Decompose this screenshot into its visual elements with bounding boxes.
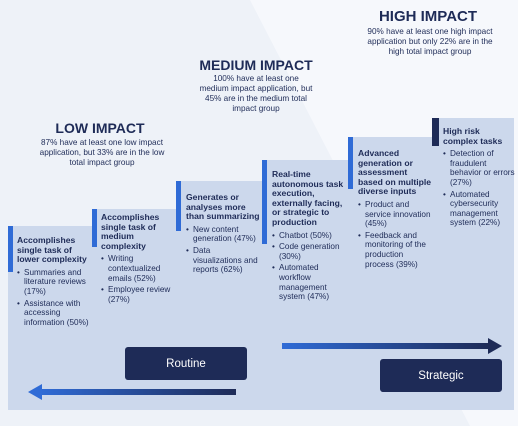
step-6-item-2: Automated cybersecurity management syste… bbox=[443, 190, 515, 228]
step-accent-6 bbox=[432, 118, 439, 146]
step-6-heading: High risk complex tasks bbox=[443, 126, 503, 146]
step-3-heading: Generates or analyses more than summariz… bbox=[186, 192, 260, 222]
step-3: Generates or analyses more than summariz… bbox=[186, 192, 260, 277]
step-5-item-2: Feedback and monitoring of the productio… bbox=[358, 231, 432, 269]
step-6: High risk complex tasks Detection of fra… bbox=[443, 126, 515, 230]
step-5-item-1: Product and service innovation (45%) bbox=[358, 200, 432, 229]
step-4-item-2: Code generation (30%) bbox=[272, 242, 348, 261]
step-1-item-1: Summaries and literature reviews (17%) bbox=[17, 268, 89, 297]
step-accent-2 bbox=[92, 209, 97, 247]
step-2-heading: Accomplishes single task of medium compl… bbox=[101, 212, 160, 251]
medium-impact-description: 100% have at least one medium impact app… bbox=[199, 74, 313, 113]
step-4-item-3: Automated workflow management system (47… bbox=[272, 263, 348, 301]
step-2-item-1: Writing contextualized emails (52%) bbox=[101, 254, 173, 283]
step-accent-5 bbox=[348, 137, 353, 189]
step-6-item-1: Detection of fraudulent behavior or erro… bbox=[443, 149, 515, 187]
step-3-item-2: Data visualizations and reports (62%) bbox=[186, 246, 260, 275]
low-impact-description: 87% have at least one low impact applica… bbox=[39, 138, 165, 167]
step-4-heading: Real-time autonomous task execution, ext… bbox=[272, 169, 344, 227]
step-accent-4 bbox=[262, 160, 267, 244]
step-4: Real-time autonomous task execution, ext… bbox=[272, 169, 348, 304]
high-impact-description: 90% have at least one high impact applic… bbox=[367, 27, 493, 56]
strategic-button[interactable]: Strategic bbox=[380, 359, 502, 392]
step-2-item-2: Employee review (27%) bbox=[101, 285, 173, 304]
medium-impact-title: MEDIUM IMPACT bbox=[199, 57, 313, 73]
step-3-item-1: New content generation (47%) bbox=[186, 225, 260, 244]
step-4-item-1: Chatbot (50%) bbox=[272, 231, 348, 241]
staircase-shape bbox=[8, 118, 514, 410]
routine-arrow-bar bbox=[40, 389, 236, 395]
strategic-arrow-head-icon bbox=[488, 338, 502, 354]
step-2: Accomplishes single task of medium compl… bbox=[101, 212, 173, 306]
routine-button[interactable]: Routine bbox=[125, 347, 247, 380]
step-1: Accomplishes single task of lower comple… bbox=[17, 235, 89, 329]
high-impact-title: HIGH IMPACT bbox=[378, 8, 478, 25]
step-5-heading: Advanced generation or assessment based … bbox=[358, 148, 432, 197]
step-1-item-2: Assistance with accessing information (5… bbox=[17, 299, 89, 328]
step-accent-3 bbox=[176, 181, 181, 231]
strategic-arrow-bar bbox=[282, 343, 490, 349]
step-accent-1 bbox=[8, 226, 13, 272]
step-1-heading: Accomplishes single task of lower comple… bbox=[17, 235, 87, 265]
low-impact-title: LOW IMPACT bbox=[55, 120, 145, 136]
routine-arrow-head-icon bbox=[28, 384, 42, 400]
step-5: Advanced generation or assessment based … bbox=[358, 148, 432, 271]
